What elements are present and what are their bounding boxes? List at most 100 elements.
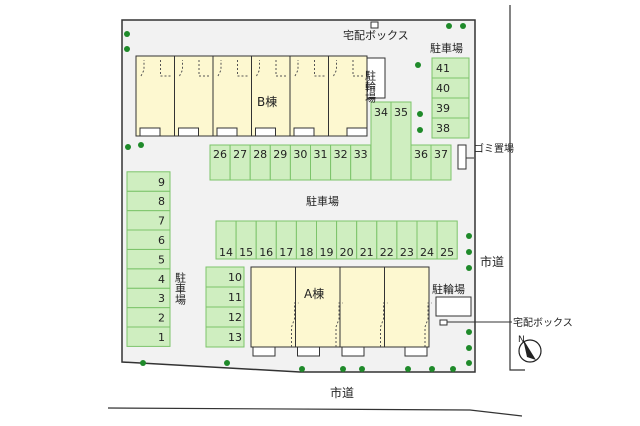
parking-spot-3: 3 bbox=[126, 287, 171, 309]
parking-spot-13: 13 bbox=[205, 326, 245, 348]
bike-parking-a bbox=[435, 296, 472, 317]
parking-spot-number: 32 bbox=[334, 148, 348, 161]
parking-spot-number: 38 bbox=[436, 122, 450, 135]
parking-spot-31: 31 bbox=[310, 144, 332, 181]
svg-text:N: N bbox=[518, 335, 525, 345]
city-road-bottom-label: 市道 bbox=[330, 385, 354, 400]
parking-spot-number: 11 bbox=[228, 291, 242, 304]
parking-spot-41: 41 bbox=[431, 57, 470, 79]
building-b-label: B棟 bbox=[257, 94, 277, 109]
parking-spot-number: 33 bbox=[354, 148, 368, 161]
parking-spot-5: 5 bbox=[126, 248, 171, 270]
parking-spot-2: 2 bbox=[126, 307, 171, 328]
parking-spot-number: 29 bbox=[273, 148, 287, 161]
parking-spot-number: 35 bbox=[394, 106, 408, 119]
tree-icon bbox=[299, 366, 305, 372]
parking-spot-35: 35 bbox=[390, 101, 412, 181]
parking-spot-number: 22 bbox=[380, 246, 394, 259]
parking-spot-number: 15 bbox=[239, 246, 253, 259]
parking-spot-number: 24 bbox=[420, 246, 434, 259]
parking-spot-9: 9 bbox=[126, 171, 171, 192]
parking-spot-number: 34 bbox=[374, 106, 388, 119]
parking-spot-16: 16 bbox=[255, 220, 277, 260]
parking-spot-14: 14 bbox=[215, 220, 237, 260]
parking-spot-10: 10 bbox=[205, 266, 245, 288]
tree-icon bbox=[138, 142, 144, 148]
parking-spot-21: 21 bbox=[356, 220, 378, 260]
parking-spot-number: 19 bbox=[320, 246, 334, 259]
parking-spot-number: 36 bbox=[414, 148, 428, 161]
building-a-label: A棟 bbox=[304, 286, 324, 301]
parking-spot-number: 9 bbox=[158, 176, 165, 189]
parking-spot-number: 39 bbox=[436, 102, 450, 115]
parking-spot-number: 16 bbox=[259, 246, 273, 259]
bike-parking-a-label: 駐輪場 bbox=[432, 282, 465, 296]
parking-spot-number: 20 bbox=[340, 246, 354, 259]
trees bbox=[124, 23, 472, 372]
parking-label-left: 駐車場 bbox=[174, 271, 187, 306]
parking-spot-4: 4 bbox=[126, 268, 171, 289]
parking-spot-36: 36 bbox=[410, 144, 432, 181]
tree-icon bbox=[466, 265, 472, 271]
parking-spot-40: 40 bbox=[431, 77, 470, 99]
parking-label-top-right: 駐車場 bbox=[430, 41, 463, 55]
parking-spot-24: 24 bbox=[416, 220, 438, 260]
tree-icon bbox=[417, 111, 423, 117]
tree-icon bbox=[429, 366, 435, 372]
unit bbox=[255, 60, 286, 137]
parking-spot-18: 18 bbox=[295, 220, 317, 260]
bike-parking-b bbox=[366, 57, 386, 99]
unit bbox=[293, 60, 325, 137]
north-compass-icon: N bbox=[518, 335, 542, 363]
tree-icon bbox=[446, 23, 452, 29]
parking-spot-number: 25 bbox=[440, 246, 454, 259]
building-b bbox=[135, 55, 368, 137]
parking-spot-number: 30 bbox=[293, 148, 307, 161]
parking-spot-25: 25 bbox=[436, 220, 458, 260]
parking-spot-number: 31 bbox=[314, 148, 328, 161]
unit bbox=[216, 60, 248, 137]
road-line-bottom bbox=[107, 407, 523, 417]
parking-spot-number: 14 bbox=[219, 246, 233, 259]
parking-spot-number: 3 bbox=[158, 292, 165, 305]
parking-spot-number: 27 bbox=[233, 148, 247, 161]
parking-spot-37: 37 bbox=[430, 144, 452, 181]
unit bbox=[333, 60, 368, 137]
delivery-box-top bbox=[370, 21, 379, 29]
parking-spot-number: 13 bbox=[228, 331, 242, 344]
parking-spot-number: 5 bbox=[158, 253, 165, 266]
tree-icon bbox=[466, 345, 472, 351]
parking-spot-number: 4 bbox=[158, 273, 165, 286]
tree-icon bbox=[340, 366, 346, 372]
parking-spot-26: 26 bbox=[209, 144, 231, 181]
parking-spot-1: 1 bbox=[126, 326, 171, 347]
tree-icon bbox=[417, 127, 423, 133]
parking-spot-number: 28 bbox=[253, 148, 267, 161]
parking-spot-number: 21 bbox=[360, 246, 374, 259]
parking-spot-38: 38 bbox=[431, 117, 470, 139]
parking-spot-number: 41 bbox=[436, 62, 450, 75]
unit bbox=[178, 60, 209, 137]
city-road-right-label: 市道 bbox=[480, 254, 504, 269]
parking-spot-number: 7 bbox=[158, 215, 165, 228]
tree-icon bbox=[466, 329, 472, 335]
parking-spot-number: 37 bbox=[434, 148, 448, 161]
tree-icon bbox=[405, 366, 411, 372]
tree-icon bbox=[466, 249, 472, 255]
parking-spot-number: 6 bbox=[158, 234, 165, 247]
parking-spot-number: 40 bbox=[436, 82, 450, 95]
parking-spot-11: 11 bbox=[205, 286, 245, 308]
parking-spot-33: 33 bbox=[350, 144, 372, 181]
tree-icon bbox=[125, 144, 131, 150]
parking-spot-number: 1 bbox=[158, 331, 165, 344]
tree-icon bbox=[224, 360, 230, 366]
unit bbox=[139, 60, 171, 137]
garbage-label: ゴミ置場 bbox=[474, 142, 514, 155]
parking-spot-19: 19 bbox=[316, 220, 338, 260]
parking-spot-39: 39 bbox=[431, 97, 470, 119]
tree-icon bbox=[466, 360, 472, 366]
parking-spot-23: 23 bbox=[396, 220, 418, 260]
parking-spot-12: 12 bbox=[205, 306, 245, 328]
